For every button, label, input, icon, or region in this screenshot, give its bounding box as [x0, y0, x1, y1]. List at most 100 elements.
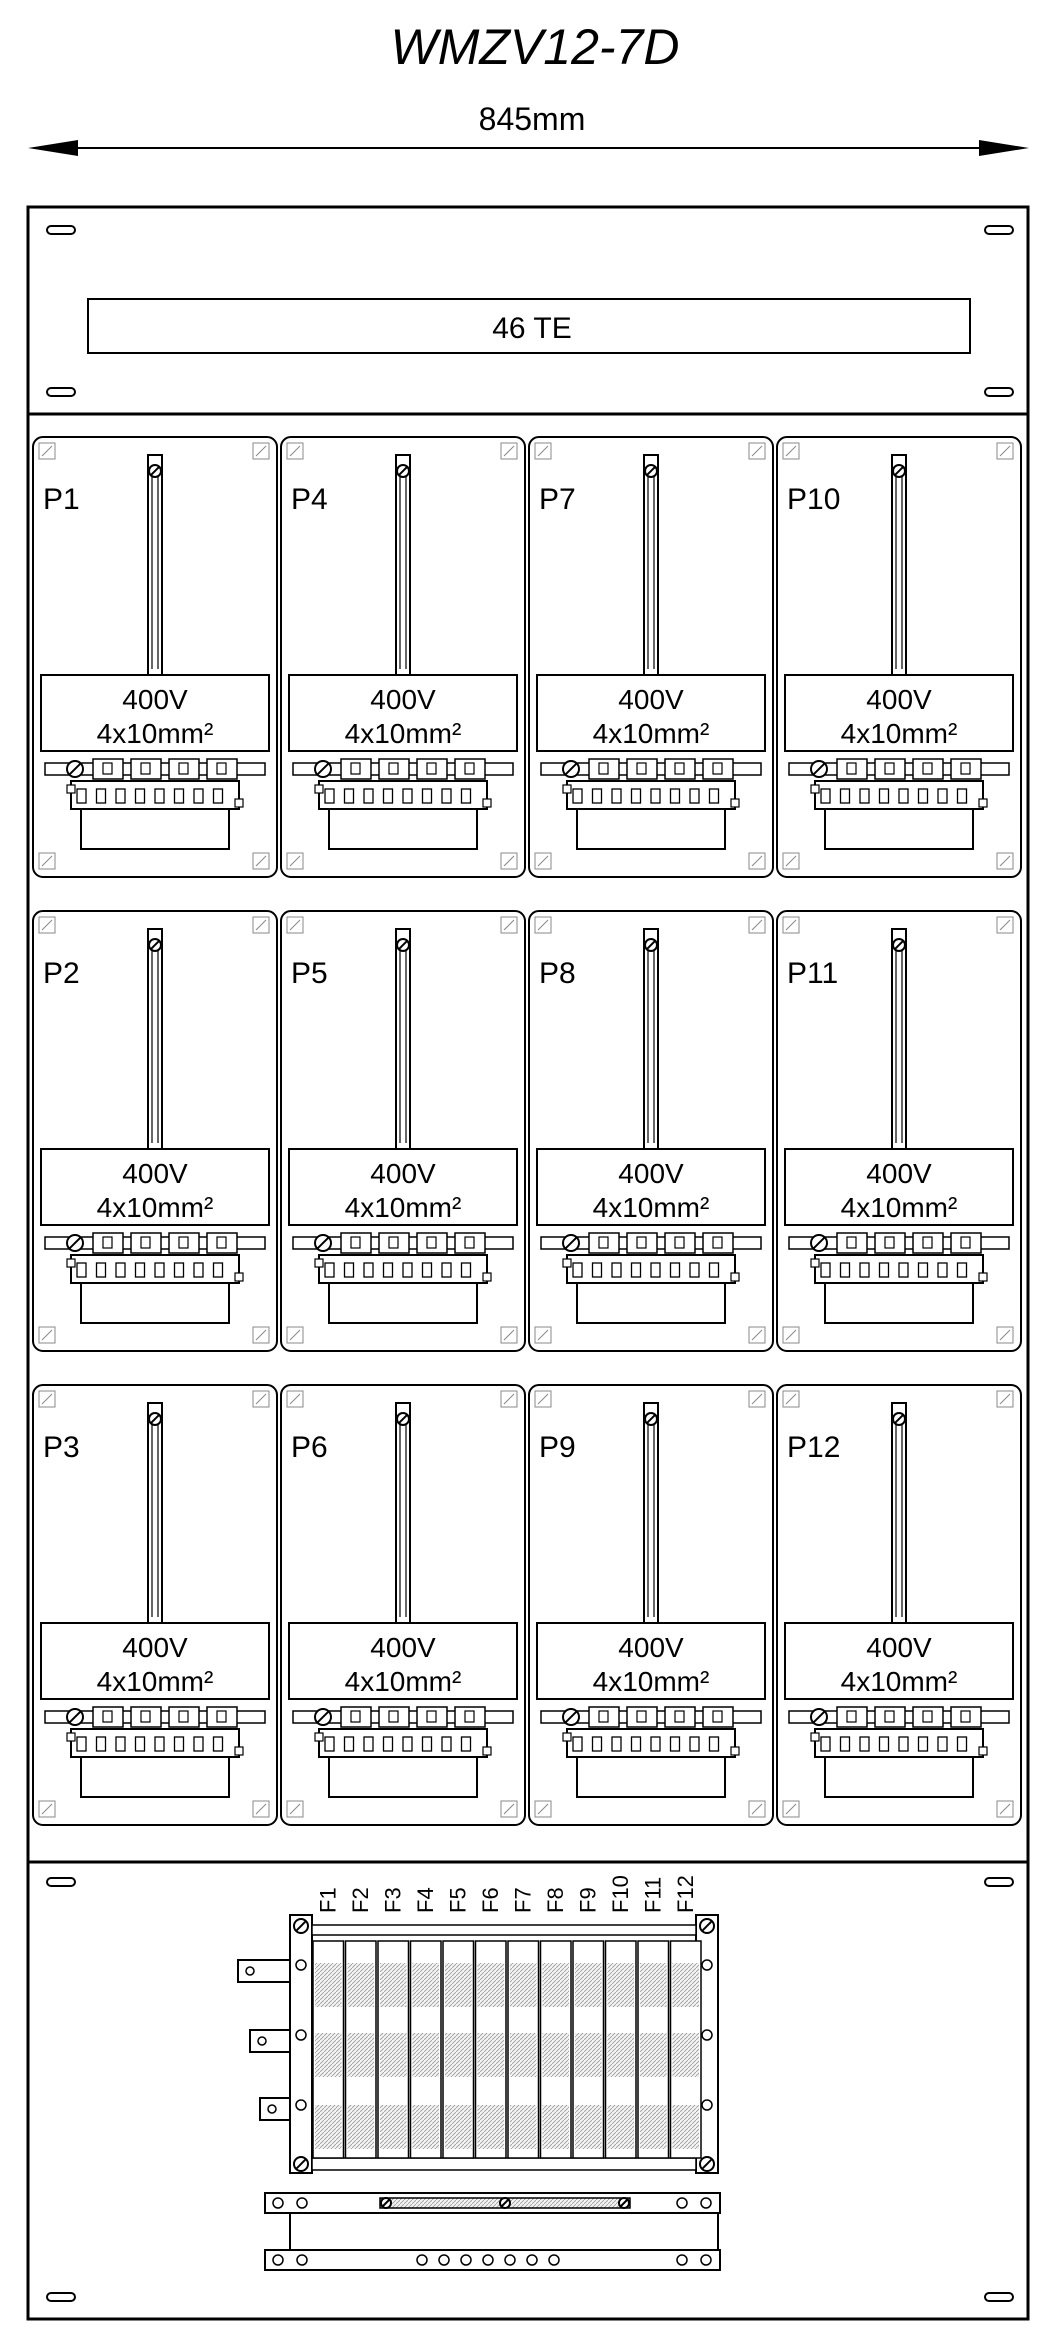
earth-terminal: [548, 2254, 560, 2266]
feed-lug-1: [237, 1959, 291, 1983]
fuse-module-hatch: [315, 2105, 342, 2149]
terminal-contact: [912, 758, 944, 780]
meter-slot-voltage: 400V: [866, 1632, 932, 1663]
fuse-module-hatch: [445, 2033, 472, 2077]
meter-slot-voltage: 400V: [866, 684, 932, 715]
terminal-contact: [416, 1706, 448, 1728]
fuse-module-hatch: [510, 1963, 537, 2007]
terminal-label-box: [536, 1148, 766, 1226]
terminal-contact: [702, 1706, 734, 1728]
corner-clip-icon: [500, 852, 518, 870]
terminal-contact: [454, 1706, 486, 1728]
meter-slot-label: P4: [291, 483, 328, 516]
fuse-module-hatch: [510, 2033, 537, 2077]
fuse-module-f7: F7: [507, 1887, 540, 2159]
terminal-contact: [206, 1706, 238, 1728]
corner-clip-icon: [782, 1800, 800, 1818]
fuse-label: F1: [315, 1887, 340, 1913]
terminal-label-box: [536, 674, 766, 752]
fuse-label: F10: [608, 1875, 633, 1913]
corner-clip-icon: [38, 916, 56, 934]
terminal-label-box: [784, 674, 1014, 752]
cabinet-frame: [26, 205, 1030, 2321]
terminal-contact: [130, 1706, 162, 1728]
terminal-contact: [664, 1706, 696, 1728]
fuse-module-f5: F5: [442, 1887, 475, 2159]
terminal-contact: [836, 758, 868, 780]
corner-clip-icon: [782, 916, 800, 934]
earth-terminal: [416, 2254, 428, 2266]
meter-slot-label: P10: [787, 483, 840, 516]
fuse-module-hatch: [672, 2033, 699, 2077]
terminal-cover: [576, 808, 726, 850]
terminal-contact: [588, 758, 620, 780]
mounting-rail: [643, 928, 659, 1150]
fuse-module-hatch: [412, 1963, 439, 2007]
fuse-label: F2: [348, 1887, 373, 1913]
meter-slot-label: P1: [43, 483, 80, 516]
terminal-contact: [92, 1706, 124, 1728]
meter-slot-label: P3: [43, 1431, 80, 1464]
top-panel-label: 46 TE: [492, 312, 572, 345]
fuse-module-hatch: [607, 1963, 634, 2007]
terminal-contact: [626, 1706, 658, 1728]
meter-slot-terminal: 4x10mm²: [345, 718, 462, 749]
mounting-rail: [891, 454, 907, 676]
terminal-contact: [664, 758, 696, 780]
top-panel: 46 TE: [46, 225, 1014, 397]
meter-slot-frame: [280, 910, 526, 1352]
meter-slot-voltage: 400V: [122, 1632, 188, 1663]
terminal-contact: [702, 1232, 734, 1254]
terminal-contact: [702, 758, 734, 780]
fuse-module-f12: F12: [669, 1875, 702, 2159]
fuse-module-hatch: [542, 2105, 569, 2149]
terminal-block: [70, 1254, 240, 1284]
fuse-module-hatch: [315, 1963, 342, 2007]
fuse-module-hatch: [542, 2033, 569, 2077]
corner-clip-icon: [534, 1390, 552, 1408]
terminal-contact: [168, 1706, 200, 1728]
fuse-module-hatch: [315, 2033, 342, 2077]
fuse-module-f3: F3: [377, 1887, 410, 2159]
meter-slot-voltage: 400V: [370, 1632, 436, 1663]
terminal-contact: [454, 1232, 486, 1254]
corner-clip-icon: [534, 916, 552, 934]
meter-slot-label: P7: [539, 483, 576, 516]
corner-clip-icon: [252, 1390, 270, 1408]
terminal-contact: [950, 758, 982, 780]
terminal-contact: [950, 1706, 982, 1728]
terminal-label-box: [288, 674, 518, 752]
fuse-label: F6: [478, 1887, 503, 1913]
fuse-label: F8: [543, 1887, 568, 1913]
corner-clip-icon: [286, 852, 304, 870]
meter-slot-label: P9: [539, 1431, 576, 1464]
corner-clip-icon: [782, 1390, 800, 1408]
meter-slot-label: P2: [43, 957, 80, 990]
meter-slot-voltage: 400V: [122, 1158, 188, 1189]
terminal-contact: [378, 758, 410, 780]
fuse-module-f9: F9: [572, 1887, 605, 2159]
terminal-contact: [874, 1706, 906, 1728]
corner-clip-icon: [996, 1326, 1014, 1344]
corner-clip-icon: [782, 1326, 800, 1344]
meter-slot-label: P8: [539, 957, 576, 990]
terminal-contact: [340, 758, 372, 780]
fuse-module-hatch: [445, 1963, 472, 2007]
corner-clip-icon: [286, 1390, 304, 1408]
terminal-contact: [454, 758, 486, 780]
corner-clip-icon: [38, 1326, 56, 1344]
corner-clip-icon: [996, 1800, 1014, 1818]
terminal-contact: [874, 1232, 906, 1254]
mounting-rail: [147, 1402, 163, 1624]
mounting-rail: [891, 1402, 907, 1624]
meter-slot-voltage: 400V: [618, 1632, 684, 1663]
corner-clip-icon: [782, 442, 800, 460]
corner-clip-icon: [534, 852, 552, 870]
fuse-module-hatch: [347, 1963, 374, 2007]
terminal-cover: [824, 1756, 974, 1798]
